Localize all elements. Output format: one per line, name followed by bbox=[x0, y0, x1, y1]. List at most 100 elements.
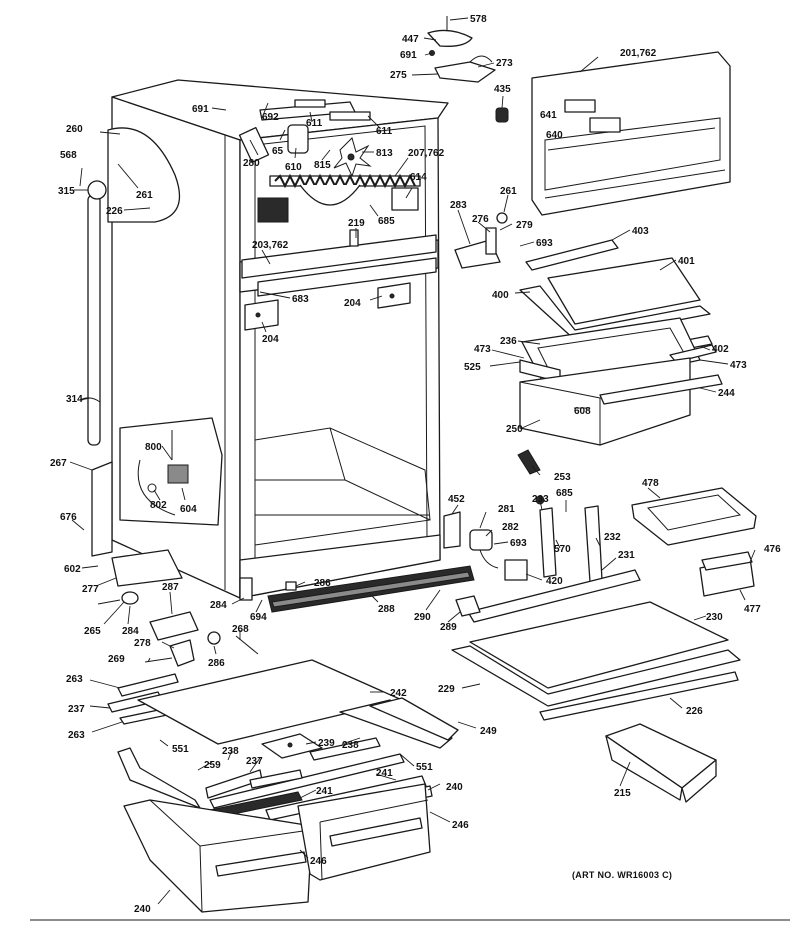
label-250: 250 bbox=[506, 424, 523, 435]
label-275: 275 bbox=[390, 70, 407, 81]
label-240-right: 240 bbox=[446, 782, 463, 793]
label-420: 420 bbox=[546, 576, 563, 587]
label-201-762: 201,762 bbox=[620, 48, 657, 59]
label-236: 236 bbox=[500, 336, 517, 347]
label-261-right: 261 bbox=[500, 186, 517, 197]
label-289: 289 bbox=[440, 622, 457, 633]
label-683: 683 bbox=[292, 294, 309, 305]
crisper-slide-frame bbox=[117, 747, 405, 809]
center-hinge bbox=[454, 212, 508, 269]
label-284-left: 284 bbox=[122, 626, 139, 637]
label-641: 641 bbox=[540, 110, 557, 121]
meat-pan bbox=[605, 723, 717, 803]
base-rail bbox=[111, 549, 253, 601]
label-315: 315 bbox=[58, 186, 75, 197]
label-604: 604 bbox=[180, 504, 197, 515]
label-267: 267 bbox=[50, 458, 67, 469]
label-614: 614 bbox=[410, 172, 427, 183]
crisper-drawer-left bbox=[123, 799, 313, 913]
label-276: 276 bbox=[472, 214, 489, 225]
glass-shelf-upper bbox=[547, 257, 701, 325]
label-813: 813 bbox=[376, 148, 393, 159]
side-trim-strip bbox=[91, 461, 113, 557]
label-260: 260 bbox=[66, 124, 83, 135]
shelf-frame-lower bbox=[451, 645, 741, 721]
label-473-left: 473 bbox=[474, 344, 491, 355]
label-268: 268 bbox=[232, 624, 249, 635]
label-525: 525 bbox=[464, 362, 481, 373]
label-277: 277 bbox=[82, 584, 99, 595]
label-692: 692 bbox=[262, 112, 279, 123]
label-435: 435 bbox=[494, 84, 511, 95]
crisper-cover-right-frame bbox=[339, 697, 459, 749]
label-246-left: 246 bbox=[310, 856, 327, 867]
label-203-762: 203,762 bbox=[252, 240, 289, 251]
label-611-left: 611 bbox=[306, 118, 323, 129]
label-473-right: 473 bbox=[730, 360, 747, 371]
label-253: 253 bbox=[554, 472, 571, 483]
label-400: 400 bbox=[492, 290, 509, 301]
label-693-top: 693 bbox=[536, 238, 553, 249]
label-685-right: 685 bbox=[556, 488, 573, 499]
label-402: 402 bbox=[712, 344, 729, 355]
label-284-center: 284 bbox=[210, 600, 227, 611]
label-286-bottom: 286 bbox=[208, 658, 225, 669]
label-478: 478 bbox=[642, 478, 659, 489]
left-shelf-rail bbox=[117, 673, 179, 697]
label-237-center: 237 bbox=[246, 756, 263, 767]
label-610: 610 bbox=[285, 162, 302, 173]
label-815: 815 bbox=[314, 160, 331, 171]
label-800: 800 bbox=[145, 442, 162, 453]
label-273: 273 bbox=[496, 58, 513, 69]
label-286-top: 286 bbox=[314, 578, 331, 589]
label-219: 219 bbox=[348, 218, 365, 229]
art-number: (ART NO. WR16003 C) bbox=[572, 870, 672, 880]
label-241-left: 241 bbox=[316, 786, 333, 797]
label-693-right: 693 bbox=[510, 538, 527, 549]
label-551-right: 551 bbox=[416, 762, 433, 773]
label-570: 570 bbox=[554, 544, 571, 555]
label-249: 249 bbox=[480, 726, 497, 737]
label-551-left: 551 bbox=[172, 744, 189, 755]
crisper-cover-center bbox=[261, 733, 381, 761]
label-240-left: 240 bbox=[134, 904, 151, 915]
evaporator-fan-assembly bbox=[238, 99, 421, 223]
label-215: 215 bbox=[614, 788, 631, 799]
label-229: 229 bbox=[438, 684, 455, 695]
label-207-762: 207,762 bbox=[408, 148, 445, 159]
label-608: 608 bbox=[574, 406, 591, 417]
label-265: 265 bbox=[84, 626, 101, 637]
crisper-drawer-upper bbox=[519, 357, 723, 446]
label-447: 447 bbox=[402, 34, 419, 45]
label-204-left: 204 bbox=[262, 334, 279, 345]
label-263-bottom: 263 bbox=[68, 730, 85, 741]
label-242: 242 bbox=[390, 688, 407, 699]
label-314: 314 bbox=[66, 394, 83, 405]
label-685-top: 685 bbox=[378, 216, 395, 227]
label-233: 233 bbox=[532, 494, 549, 505]
label-238-right: 238 bbox=[342, 740, 359, 751]
crisper-drawer-right bbox=[297, 783, 431, 881]
light-socket-assembly bbox=[443, 511, 528, 581]
small-clip bbox=[517, 449, 541, 475]
crisper-cover-frame bbox=[519, 317, 717, 393]
label-611-right: 611 bbox=[376, 126, 393, 137]
label-241-right: 241 bbox=[376, 768, 393, 779]
label-281: 281 bbox=[498, 504, 515, 515]
label-477: 477 bbox=[744, 604, 761, 615]
label-476: 476 bbox=[764, 544, 781, 555]
label-694: 694 bbox=[250, 612, 267, 623]
label-691-top: 691 bbox=[400, 50, 417, 61]
label-279: 279 bbox=[516, 220, 533, 231]
label-640: 640 bbox=[546, 130, 563, 141]
label-283: 283 bbox=[450, 200, 467, 211]
label-246-right: 246 bbox=[452, 820, 469, 831]
label-287: 287 bbox=[162, 582, 179, 593]
label-290: 290 bbox=[414, 612, 431, 623]
label-239: 239 bbox=[318, 738, 335, 749]
label-280: 280 bbox=[243, 158, 260, 169]
label-204-right: 204 bbox=[344, 298, 361, 309]
dairy-compartment bbox=[631, 487, 757, 597]
label-231: 231 bbox=[618, 550, 635, 561]
label-452: 452 bbox=[448, 494, 465, 505]
